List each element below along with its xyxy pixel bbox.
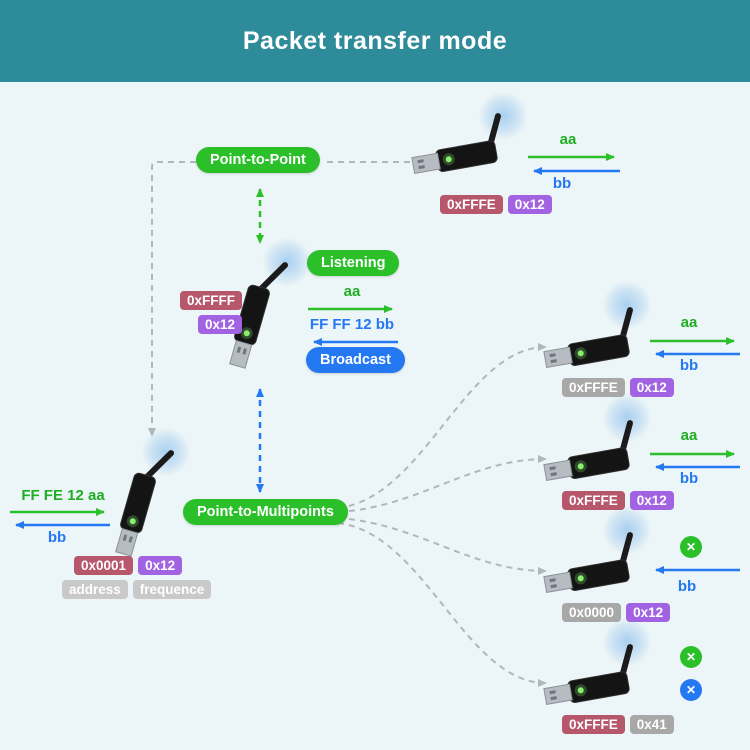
address-badge: 0x0001	[74, 556, 134, 575]
badge-row-right-3: 0x0000 0x12	[562, 603, 671, 622]
tx-data-label: aa	[559, 131, 577, 148]
address-badge: 0xFFFE	[562, 715, 625, 734]
badge-row-right-1: 0xFFFE 0x12	[562, 378, 674, 397]
rx-data-label: bb	[679, 470, 699, 487]
rx-data-label: FF FF 12 bb	[309, 316, 395, 333]
badge-row-right-4: 0xFFFE 0x41	[562, 715, 674, 734]
blocked-blue-icon: ✕	[680, 679, 702, 701]
rx-data-label: bb	[679, 357, 699, 374]
fan-link-1	[337, 343, 547, 509]
pill-point-to-point: Point-to-Point	[196, 147, 320, 173]
blocked-green-icon: ✕	[680, 646, 702, 668]
tx-data-label: aa	[680, 427, 698, 444]
channel-badge: 0x12	[138, 556, 183, 575]
address-badge: 0xFFFE	[562, 491, 625, 510]
tx-data-label: aa	[343, 283, 361, 300]
channel-badge: 0x12	[197, 315, 242, 334]
channel-caption-badge: frequence	[132, 580, 212, 599]
pill-listening: Listening	[307, 250, 400, 276]
rx-data-label: bb	[552, 175, 572, 192]
tx-data-label: aa	[680, 314, 698, 331]
tx-data-label: FF FE 12 aa	[21, 487, 105, 504]
fan-link-3	[337, 517, 547, 575]
pill-point-to-multipoints: Point-to-Multipoints	[183, 499, 348, 525]
rx-data-label: bb	[47, 529, 67, 546]
data-flow-arrows	[10, 153, 740, 574]
link-p2p-to-bottom-left	[148, 161, 196, 437]
blocked-green-icon: ✕	[680, 536, 702, 558]
channel-badge: 0x12	[629, 491, 674, 510]
rx-data-label: bb	[677, 578, 697, 595]
address-badge: 0xFFFF	[179, 291, 242, 310]
badge-row-top-right: 0xFFFE 0x12	[440, 195, 552, 214]
page-title: Packet transfer mode	[242, 26, 508, 55]
badge-row-right-2: 0xFFFE 0x12	[562, 491, 674, 510]
channel-badge: 0x12	[507, 195, 552, 214]
gray-dashed-connectors	[148, 158, 547, 687]
address-caption-badge: address	[62, 580, 128, 599]
channel-badge: 0x12	[626, 603, 671, 622]
fan-link-4	[337, 522, 547, 687]
address-badge: 0xFFFE	[562, 378, 625, 397]
fan-link-2	[337, 455, 547, 513]
badge-row-bottom-left: 0x0001 0x12	[74, 556, 183, 575]
pill-broadcast: Broadcast	[306, 347, 405, 373]
address-badge: 0x0000	[562, 603, 622, 622]
header-bar: Packet transfer mode	[0, 0, 750, 82]
badge-col-center: 0xFFFF 0x12	[146, 291, 242, 334]
channel-badge: 0x12	[629, 378, 674, 397]
caption-row-bottom-left: address frequence	[62, 580, 212, 599]
address-badge: 0xFFFE	[440, 195, 503, 214]
antenna-glow	[479, 92, 527, 140]
channel-badge: 0x41	[629, 715, 674, 734]
